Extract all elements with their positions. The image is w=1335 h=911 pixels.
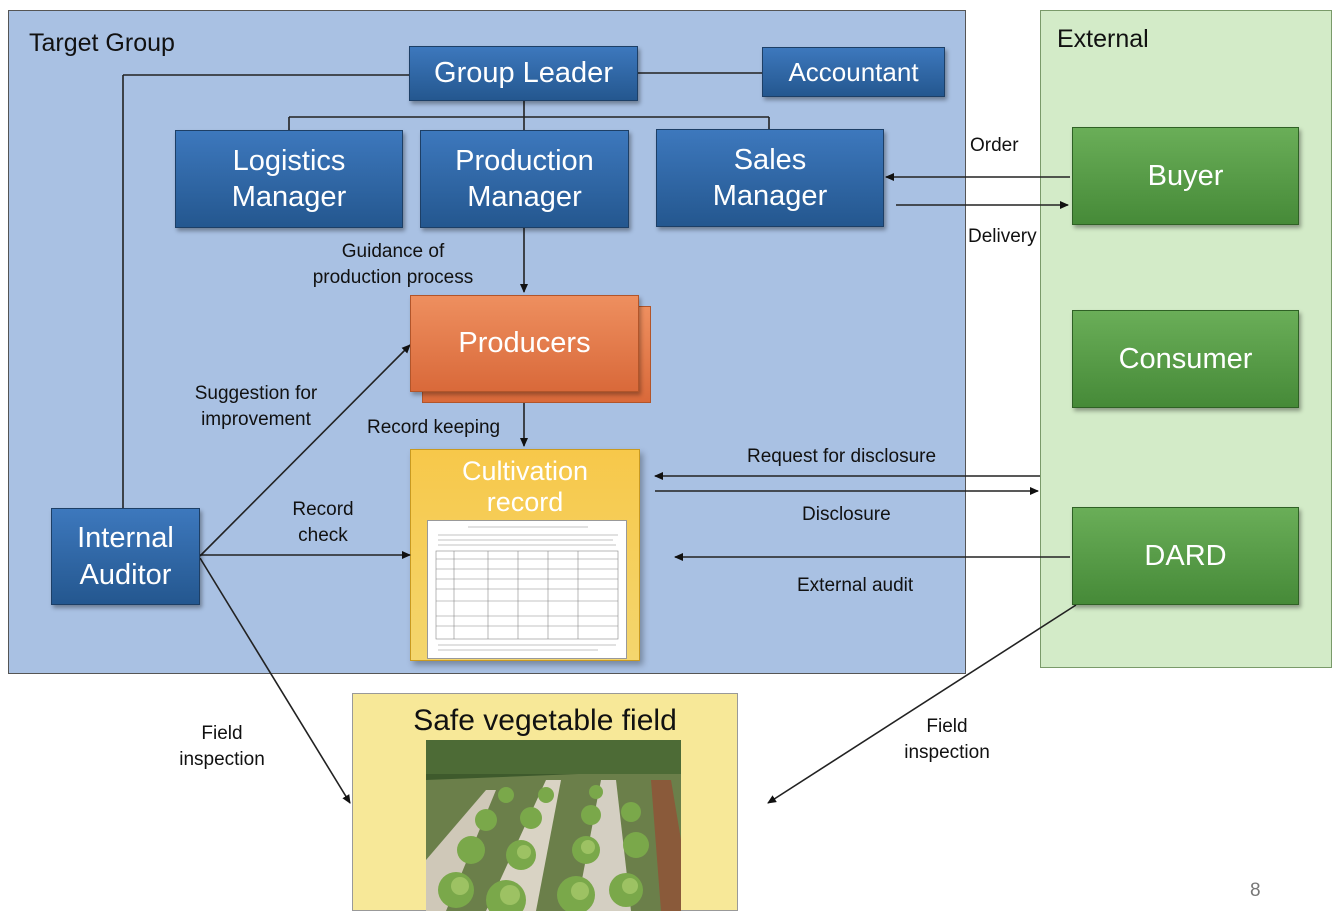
delivery-label: Delivery xyxy=(968,226,1037,247)
order-label: Order xyxy=(970,135,1019,156)
record-check-label: Record check xyxy=(292,499,354,547)
vegetable-field-photo xyxy=(426,740,681,911)
production-manager-box: Production Manager xyxy=(420,130,629,228)
field-inspection-right-arrow xyxy=(767,604,1077,804)
external-title: External xyxy=(1057,25,1149,53)
field-inspection-left-label: Field inspection xyxy=(179,723,265,771)
group-leader-box: Group Leader xyxy=(409,46,638,101)
external-audit-label: External audit xyxy=(797,575,914,596)
producers-box: Producers xyxy=(410,295,639,392)
field-inspection-left-arrow xyxy=(199,557,351,804)
consumer-box: Consumer xyxy=(1072,310,1299,408)
record-sheet-image xyxy=(427,520,627,659)
request-disclosure-label: Request for disclosure xyxy=(747,446,937,467)
accountant-box: Accountant xyxy=(762,47,945,97)
buyer-box: Buyer xyxy=(1072,127,1299,225)
dard-box: DARD xyxy=(1072,507,1299,605)
sales-manager-box: Sales Manager xyxy=(656,129,884,227)
suggestion-label: Suggestion for improvement xyxy=(194,383,318,431)
page-number: 8 xyxy=(1250,880,1261,901)
record-keeping-label: Record keeping xyxy=(367,417,501,438)
logistics-manager-box: Logistics Manager xyxy=(175,130,403,228)
internal-auditor-box: Internal Auditor xyxy=(51,508,200,605)
disclosure-label: Disclosure xyxy=(802,504,891,525)
field-inspection-right-label: Field inspection xyxy=(904,716,990,764)
target-group-title: Target Group xyxy=(29,29,175,57)
suggestion-arrow xyxy=(199,344,411,557)
safe-vegetable-field-title: Safe vegetable field xyxy=(413,704,677,737)
cultivation-record-box: Cultivation record xyxy=(410,449,640,661)
cultivation-record-title: Cultivation record xyxy=(461,456,589,518)
guidance-label: Guidance of production process xyxy=(312,241,474,289)
